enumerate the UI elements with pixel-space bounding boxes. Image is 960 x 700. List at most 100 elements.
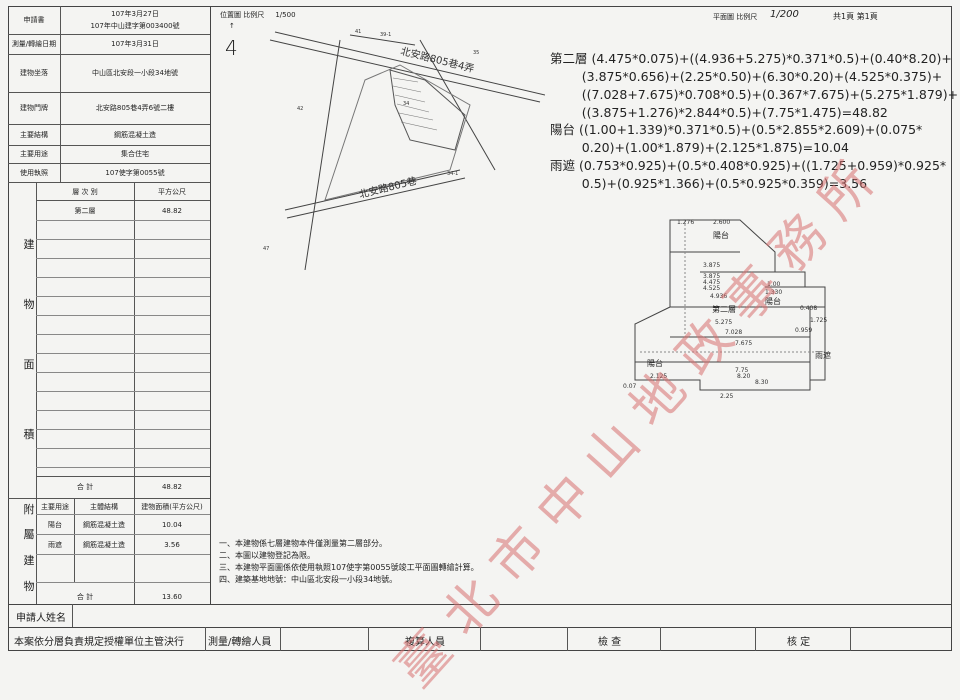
annex-vlabel-3: 建 — [23, 554, 35, 567]
plan-dim: 8.20 — [737, 373, 751, 380]
value-survey-date: 107年3月31日 — [111, 40, 159, 48]
parcel-label: 34-1 — [447, 171, 458, 177]
plan-dim: 3.875 — [703, 262, 720, 269]
formula-line: 雨遮 (0.753*0.925)+(0.5*0.408*0.925)+((1.7… — [550, 158, 947, 173]
applicant-label: 申請人姓名 — [16, 613, 66, 624]
annex-total-label: 合 計 — [76, 593, 94, 601]
label-usage: 主要用途 — [20, 150, 48, 158]
plan-room-label: 陽台 — [647, 358, 663, 368]
value-structure: 鋼筋混凝土造 — [114, 130, 156, 139]
label-license: 使用執照 — [20, 168, 48, 177]
parcel-label: 34 — [403, 101, 409, 107]
label-location: 建物坐落 — [20, 69, 48, 77]
label-application: 申請書 — [23, 16, 45, 24]
page-number: 4 — [225, 36, 238, 60]
value-license: 107使字第0055號 — [105, 168, 165, 177]
annex-vlabel-1: 附 — [23, 503, 35, 516]
north-arrow-icon: ↑ — [229, 22, 235, 30]
plan-dim: 1.725 — [810, 317, 827, 324]
value-application-date: 107年3月27日 — [111, 10, 159, 18]
area-vlabel-2: 物 — [23, 298, 35, 311]
annex-total-value: 13.60 — [161, 593, 183, 601]
area-header-kind: 層 次 別 — [72, 188, 98, 196]
annex-header-area: 建物面積(平方公尺) — [141, 502, 203, 511]
annex-vlabel-4: 物 — [23, 580, 35, 593]
formula-line: 第二層 (4.475*0.075)+((4.936+5.275)*0.371*0… — [550, 51, 952, 66]
value-usage: 集合住宅 — [121, 150, 149, 158]
plan-dim: 1.330 — [765, 289, 782, 296]
surveyor-label: 測量/轉繪人員 — [208, 637, 272, 648]
floor-plan: 1.276 2.600 3.875 3.875 4.475 4.525 4.93… — [623, 219, 831, 400]
plan-dim: 2.600 — [713, 219, 730, 226]
annex-row-area: 10.04 — [161, 520, 183, 529]
plan-room-label: 陽台 — [765, 296, 781, 306]
road-label: 北安路805巷 — [358, 174, 418, 201]
page-count: 共1頁 第1頁 — [833, 12, 878, 21]
area-row-floor: 第二層 — [74, 207, 96, 215]
note-line: 二、本圖以建物登記為限。 — [219, 551, 315, 560]
plan-room-label: 陽台 — [713, 230, 729, 240]
annex-row-structure: 鋼筋混凝土造 — [83, 520, 125, 529]
area-vlabel-4: 積 — [23, 428, 35, 441]
formula-line: 陽台 ((1.00+1.339)*0.371*0.5)+(0.5*2.855*2… — [550, 122, 923, 137]
plan-dim: 0.07 — [623, 383, 637, 390]
annex-row-use: 雨遮 — [48, 540, 62, 549]
value-location: 中山區北安段一小段34地號 — [92, 69, 178, 77]
area-row-value: 48.82 — [161, 207, 183, 215]
plan-header: 平面圖 比例尺 — [713, 13, 758, 21]
value-address: 北安路805巷4弄6號二樓 — [95, 104, 175, 112]
area-vlabel-3: 面 — [23, 358, 35, 371]
plan-room-label: 雨遮 — [815, 350, 831, 360]
recheck-label: 複算人員 — [405, 637, 445, 648]
formula-line: 0.20)+(1.00*1.879)+(2.125*1.875)=10.04 — [550, 140, 849, 155]
plan-dim: 1.276 — [677, 219, 694, 226]
plan-dim: 7.675 — [735, 340, 752, 347]
parcel-label: 39-1 — [380, 32, 391, 38]
note-line: 一、本建物係七層建物本件僅測量第二層部分。 — [219, 539, 387, 548]
parcel-label: 42 — [297, 106, 303, 112]
annex-header-structure: 主體結構 — [90, 502, 118, 511]
area-header-unit: 平方公尺 — [158, 188, 186, 196]
plan-dim: 5.275 — [715, 319, 732, 326]
location-map: 北安路805巷4弄 北安路805巷 41 39-1 35 42 34 34-1 … — [263, 29, 545, 270]
plan-dim: 8.30 — [755, 379, 769, 386]
plan-dim: 2.25 — [720, 393, 734, 400]
annex-vlabel-2: 屬 — [23, 528, 35, 541]
plan-dim: 0.959 — [795, 327, 812, 334]
authority-text: 本案依分層負責規定授權單位主管決行 — [14, 637, 184, 648]
formula-line: (3.875*0.656)+(2.25*0.50)+(6.30*0.20)+(4… — [550, 69, 943, 84]
formula-line: 0.5)+(0.925*1.366)+(0.5*0.925*0.359)=3.5… — [550, 176, 868, 191]
label-survey-date: 測量/轉繪日期 — [11, 40, 57, 48]
plan-dim: 2.125 — [650, 373, 667, 380]
plan-dim: 1.00 — [767, 281, 781, 288]
note-line: 四、建築基地地號：中山區北安段一小段34地號。 — [219, 575, 398, 584]
plan-dim: 7.75 — [735, 367, 749, 374]
plan-dim: 4.936 — [710, 293, 727, 300]
left-table: 申請書 107年3月27日 107年中山建字第003400號 測量/轉繪日期 1… — [8, 6, 211, 604]
annex-row-area: 3.56 — [164, 540, 180, 549]
approve-label: 核 定 — [787, 637, 811, 648]
location-map-header: 位置圖 比例尺 1/500 — [220, 11, 296, 19]
value-application-no: 107年中山建字第003400號 — [90, 22, 180, 30]
label-structure: 主要結構 — [20, 130, 48, 139]
plan-dim: 0.408 — [800, 305, 817, 312]
plan-dim: 3.875 — [703, 273, 720, 280]
inspect-label: 檢 查 — [598, 637, 622, 648]
annex-row-structure: 鋼筋混凝土造 — [83, 540, 125, 549]
label-address: 建物門牌 — [20, 104, 48, 112]
annex-header-use: 主要用途 — [41, 502, 69, 511]
parcel-label: 35 — [473, 50, 479, 56]
plan-room-label: 第二層 — [712, 304, 736, 314]
formula-line: ((7.028+7.675)*0.708*0.5)+(0.367*7.675)+… — [550, 87, 959, 102]
plan-scale: 1/200 — [770, 9, 799, 20]
area-total-value: 48.82 — [161, 483, 183, 491]
parcel-label: 47 — [263, 246, 269, 252]
formula-line: ((3.875+1.276)*2.844*0.5)+(7.75*1.475)=4… — [550, 105, 888, 120]
plan-dim: 4.475 — [703, 279, 720, 286]
plan-dim: 4.525 — [703, 285, 720, 292]
annex-row-use: 陽台 — [48, 520, 62, 529]
note-line: 三、本建物平面圖係依使用執照107使字第0055號竣工平面圖轉繪計算。 — [219, 563, 479, 572]
parcel-label: 41 — [355, 29, 361, 35]
plan-dim: 7.028 — [725, 329, 742, 336]
area-total-label: 合 計 — [76, 483, 94, 491]
